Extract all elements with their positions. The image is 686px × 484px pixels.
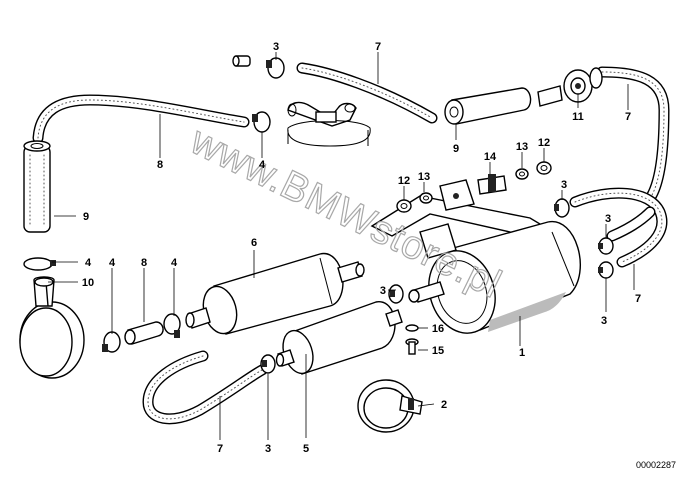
callout-15: 15 — [432, 345, 444, 357]
hose-clamp-4-upper — [252, 111, 271, 133]
callout-3c: 3 — [605, 213, 611, 225]
hose-right-7 — [596, 66, 670, 201]
clamp-4-mid-right — [163, 313, 181, 338]
callout-4b: 4 — [85, 257, 92, 269]
hose-sleeve-9-upper — [444, 87, 532, 125]
hose-upper-7 — [296, 62, 438, 124]
callout-13a: 13 — [418, 171, 430, 183]
clamp-3-right-mid — [598, 237, 614, 255]
callout-4a: 4 — [259, 159, 266, 171]
callout-13b: 13 — [516, 141, 528, 153]
callout-4c: 4 — [109, 257, 116, 269]
callout-14: 14 — [484, 151, 497, 163]
fuel-pump-1 — [408, 221, 581, 334]
callout-11: 11 — [572, 111, 584, 123]
callout-8a: 8 — [157, 159, 163, 171]
nut-12-right — [536, 161, 552, 175]
callout-3b: 3 — [561, 179, 567, 191]
hose-sleeve-9-left — [23, 140, 51, 233]
hose-piece-8-mid — [124, 321, 164, 345]
clamp-3-right-low — [598, 261, 614, 279]
hose-clamp-top — [266, 57, 285, 79]
callout-9b: 9 — [453, 143, 459, 155]
clamp-3-bottom — [260, 354, 276, 374]
callout-3d: 3 — [601, 315, 607, 327]
callout-8b: 8 — [141, 257, 147, 269]
washer-16 — [405, 324, 419, 332]
stud-14 — [477, 174, 507, 195]
callout-5: 5 — [303, 443, 309, 455]
callout-3e: 3 — [380, 285, 386, 297]
callout-2: 2 — [441, 399, 447, 411]
clamp-bracket — [287, 111, 371, 147]
washer-13-right — [515, 168, 529, 180]
fuel-filter-5 — [275, 301, 403, 375]
callout-12a: 12 — [398, 175, 410, 187]
callout-7c: 7 — [635, 293, 641, 305]
expansion-tank-10 — [19, 276, 85, 379]
band-clamp-2 — [357, 379, 423, 433]
callout-7d: 7 — [217, 443, 223, 455]
bolt-15 — [405, 338, 419, 355]
hose-right-lower-7 — [606, 206, 656, 242]
leader-lines — [48, 52, 635, 440]
hose-right-loop-7 — [569, 187, 668, 268]
callout-numbers: 3 7 8 4 9 11 7 9 4 10 4 8 4 6 12 13 14 1… — [82, 41, 641, 455]
clamp-4-mid-left — [102, 331, 121, 353]
callout-9a: 9 — [83, 211, 89, 223]
hose-upper-left-8 — [32, 94, 250, 144]
washer-13-left — [419, 192, 433, 204]
diagram-code: 00002287 — [635, 460, 676, 470]
nut-12-left — [396, 199, 412, 213]
callout-3f: 3 — [265, 443, 271, 455]
callout-7b: 7 — [625, 111, 631, 123]
callout-1: 1 — [519, 347, 525, 359]
callout-16: 16 — [432, 323, 444, 335]
callout-10: 10 — [82, 277, 94, 289]
callout-6: 6 — [251, 237, 257, 249]
clamp-3-centre — [388, 284, 404, 304]
callout-12b: 12 — [538, 137, 550, 149]
callout-3a: 3 — [273, 41, 279, 53]
callout-4d: 4 — [171, 257, 178, 269]
small-plug — [232, 55, 251, 67]
callout-7a: 7 — [375, 41, 381, 53]
hose-lower-7 — [142, 350, 268, 425]
clamp-3-right-upper — [554, 198, 570, 218]
grommet-11 — [537, 67, 603, 107]
fuel-filter-6 — [185, 253, 365, 335]
clamp-4-left — [23, 257, 56, 271]
